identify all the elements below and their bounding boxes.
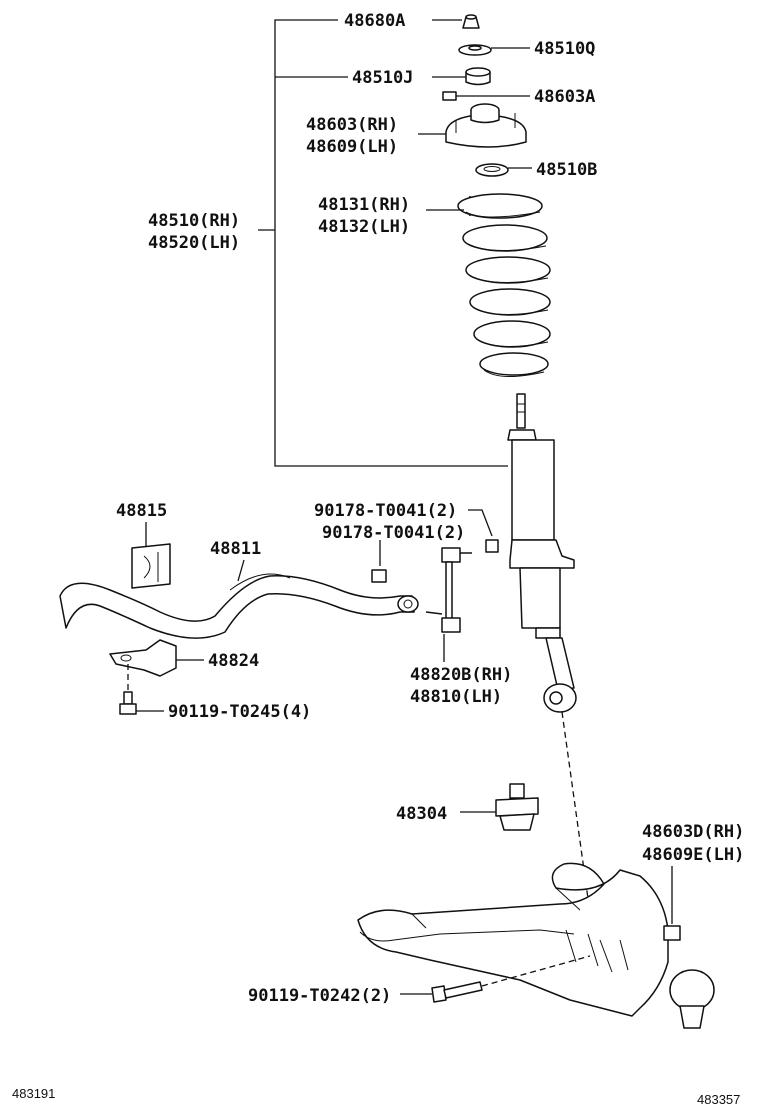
label-48603D-rh: 48603D(RH) xyxy=(642,822,744,842)
nut-48603D xyxy=(663,866,681,941)
diagram-code-right: 483357 xyxy=(697,1092,740,1107)
label-48810-lh: 48810(LH) xyxy=(410,687,502,707)
bushing-48815 xyxy=(131,522,171,589)
label-90119-T0242: 90119-T0242(2) xyxy=(248,986,391,1006)
nut-90178-T0041-b xyxy=(371,540,387,583)
label-48510-rh: 48510(RH) xyxy=(148,211,240,231)
label-48304: 48304 xyxy=(396,804,447,824)
label-90178-T0041-b: 90178-T0041(2) xyxy=(322,523,465,543)
label-90178-T0041-a: 90178-T0041(2) xyxy=(314,501,457,521)
lower-control-arm xyxy=(357,862,715,1029)
shock-absorber xyxy=(507,393,577,713)
bump-stop-48304 xyxy=(460,783,539,831)
stabilizer-link-48820B xyxy=(425,547,472,662)
label-48609E-lh: 48609E(LH) xyxy=(642,845,744,865)
strut-assembly-bracket xyxy=(258,19,508,467)
bolt-90119-T0245 xyxy=(119,664,164,715)
label-48609-lh: 48609(LH) xyxy=(306,137,398,157)
spring-seat-48510B xyxy=(475,163,532,177)
coil-spring-48131 xyxy=(426,193,551,377)
label-48131-rh: 48131(RH) xyxy=(318,195,410,215)
diagram-code-left: 483191 xyxy=(12,1086,55,1101)
nut-90178-T0041-a xyxy=(468,509,499,553)
label-48510Q: 48510Q xyxy=(534,39,595,59)
label-48815: 48815 xyxy=(116,501,167,521)
label-48510J: 48510J xyxy=(352,68,413,88)
label-48824: 48824 xyxy=(208,651,259,671)
nut-48603A xyxy=(442,91,530,101)
label-48811: 48811 xyxy=(210,539,261,559)
label-48603A: 48603A xyxy=(534,87,595,107)
strut-cap-48680A xyxy=(432,14,480,29)
stabilizer-bar-48811 xyxy=(59,559,419,639)
washer-48510Q xyxy=(458,44,530,56)
strut-mount-48603 xyxy=(418,103,527,148)
label-90119-T0245: 90119-T0245(4) xyxy=(168,702,311,722)
bracket-48824 xyxy=(109,639,204,677)
bushing-48510J xyxy=(432,67,491,86)
label-48510B: 48510B xyxy=(536,160,597,180)
label-48132-lh: 48132(LH) xyxy=(318,217,410,237)
label-48520-lh: 48520(LH) xyxy=(148,233,240,253)
label-48680A: 48680A xyxy=(344,11,405,31)
bolt-90119-T0242 xyxy=(400,955,591,1003)
label-48820B-rh: 48820B(RH) xyxy=(410,665,512,685)
label-48603-rh: 48603(RH) xyxy=(306,115,398,135)
